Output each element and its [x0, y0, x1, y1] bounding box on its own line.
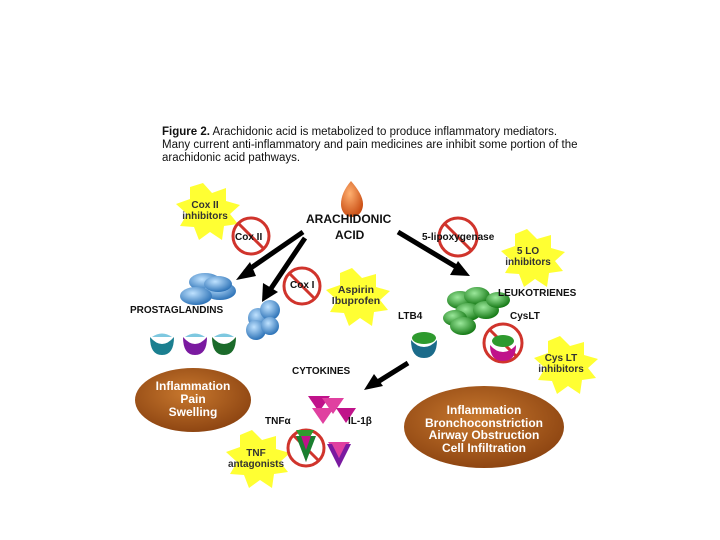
aspirin-line1: Aspirin: [337, 284, 375, 296]
lo-inhibitors-text: 5 LO inhibitors: [505, 246, 551, 268]
lo-inhibitors-line1: 5 LO: [516, 246, 540, 257]
cox2-inhibitors-burst: [176, 183, 240, 240]
no-sign-lipoxygenase-icon: [437, 216, 479, 258]
arachidonic-label-1: ARACHIDONIC: [306, 212, 392, 226]
right-oval-line3: Airway Obstruction: [428, 428, 540, 442]
aspirin-burst: [326, 268, 390, 326]
prostaglandin-receptors-icon: [150, 333, 236, 355]
lo-inhibitors-line2: inhibitors: [505, 257, 551, 268]
no-sign-cox2-icon: [231, 216, 271, 256]
arrow-to-cytokines: [364, 360, 410, 390]
cytokines-label: CYTOKINES: [292, 366, 351, 377]
il1-receptor-icon: [327, 442, 351, 468]
tnf-antagonists-line1: TNF: [246, 448, 266, 459]
right-oval-line2: Bronchoconstriction: [424, 415, 543, 430]
no-sign-cox1-icon: [282, 266, 322, 306]
arachidonic-label-2: ACID: [335, 228, 365, 242]
cox2-inhibitors-line1: Cox II: [191, 200, 219, 211]
tnf-antagonists-text: TNF antagonists: [226, 448, 286, 470]
figure-caption: Figure 2. Arachidonic acid is metabolize…: [162, 126, 582, 165]
arrow-to-prostaglandins-b: [262, 236, 308, 302]
right-oval-text: Inflammation Bronchoconstriction Airway …: [404, 404, 564, 454]
cyslt-receptor-icon: [490, 335, 516, 361]
cox2-label: Cox II: [235, 232, 263, 243]
cyslt-inhibitors-line1: Cys LT: [544, 353, 578, 364]
ltb4-label: LTB4: [398, 311, 423, 322]
tnf-antagonists-line2: antagonists: [227, 459, 285, 470]
cyslt-inhibitors-line2: inhibitors: [538, 364, 584, 375]
left-oval-line2: Pain: [180, 392, 206, 406]
cyslt-inhibitors-burst: [534, 336, 598, 394]
cyslt-inhibitors-text: Cys LT inhibitors: [537, 353, 585, 375]
tnf-receptor-icon: [296, 436, 316, 462]
leukotrienes-label: LEUKOTRIENES: [498, 288, 577, 299]
prostaglandins-label: PROSTAGLANDINS: [130, 305, 224, 316]
tnfa-label: TNFα: [265, 416, 291, 427]
inflammation-broncho-oval: [404, 386, 564, 468]
arrow-to-leukotrienes: [396, 229, 470, 276]
arrow-to-prostaglandins-a: [236, 229, 305, 280]
arachidonic-acid-drop-icon: [341, 181, 363, 217]
caption-lead: Figure 2.: [162, 126, 210, 138]
aspirin-line2: Ibuprofen: [331, 295, 381, 307]
cox1-label: Cox I: [290, 280, 315, 291]
leukotriene-molecules-icon: [443, 287, 510, 335]
cyslt-label: CysLT: [510, 311, 540, 322]
right-oval-line4: Cell Infiltration: [442, 440, 526, 455]
lipoxygenase-label: 5-lipoxygenase: [422, 232, 495, 243]
tnf-antagonists-burst: [226, 430, 290, 488]
left-oval-line1: Inflammation: [155, 379, 231, 393]
inflammation-pain-oval: [135, 368, 251, 432]
prostaglandin-molecules-icon: [180, 273, 280, 340]
left-oval-line3: Swelling: [168, 405, 218, 419]
ltb4-receptor-icon: [411, 332, 437, 358]
left-oval-text: Inflammation Pain Swelling: [140, 380, 246, 419]
caption-text: Arachidonic acid is metabolized to produ…: [162, 126, 578, 164]
lo-inhibitors-burst: [501, 229, 565, 287]
aspirin-text: Aspirin Ibuprofen: [328, 285, 384, 307]
cox2-inhibitors-line2: inhibitors: [182, 211, 228, 222]
il1b-label: IL-1β: [348, 416, 372, 427]
right-oval-line1: Inflammation: [446, 403, 522, 417]
cox2-inhibitors-text: Cox II inhibitors: [180, 200, 230, 222]
